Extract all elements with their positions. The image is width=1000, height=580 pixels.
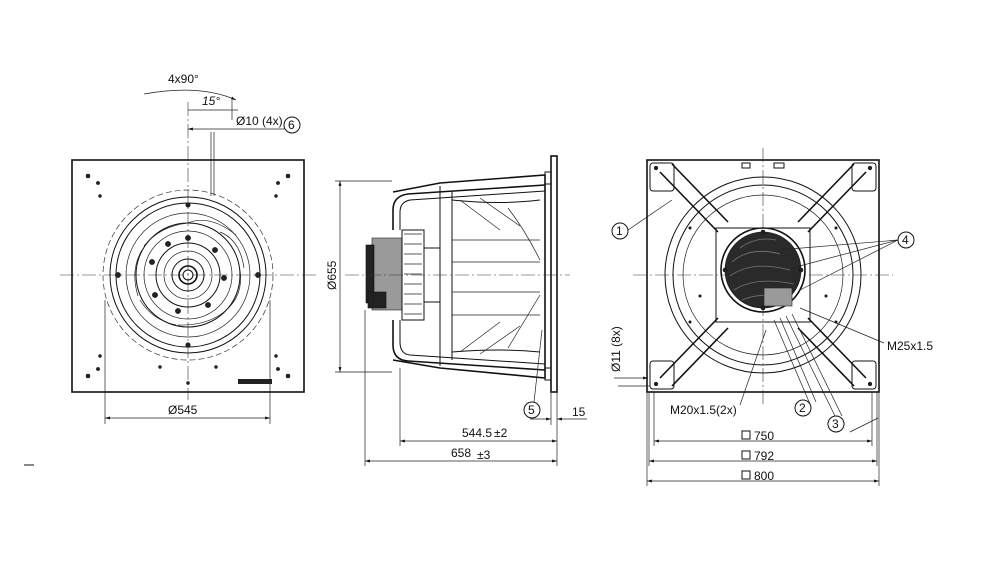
thread-m20-label: M20x1.5(2x) bbox=[670, 403, 737, 417]
sq-792-label: 792 bbox=[754, 449, 774, 463]
len-15-label: 15 bbox=[572, 405, 586, 419]
balloon-3 bbox=[827, 415, 845, 433]
len-544-5-tol: ±2 bbox=[494, 426, 508, 440]
dim-diameter-545: Ø545 bbox=[104, 300, 271, 424]
callout-2-3: 2 3 bbox=[773, 313, 879, 433]
angle-4x90-label: 4x90° bbox=[168, 72, 199, 86]
hole-dia-11-label: Ø11 (8x) bbox=[609, 326, 623, 372]
balloon-6-label: 6 bbox=[288, 118, 295, 132]
dim-hole-11: Ø11 (8x) bbox=[609, 326, 650, 387]
balloon-5 bbox=[523, 401, 541, 419]
dia-545-label: Ø545 bbox=[168, 403, 198, 417]
balloon-1 bbox=[611, 222, 629, 240]
hole-dia-10-label: Ø10 (4x) bbox=[236, 114, 283, 128]
thread-m25-label: M25x1.5 bbox=[887, 339, 933, 353]
len-658-label: 658 bbox=[451, 446, 471, 460]
balloon-3-label: 3 bbox=[832, 417, 839, 431]
balloon-6 bbox=[283, 116, 301, 134]
sq-750-label: 750 bbox=[754, 429, 774, 443]
front-view bbox=[60, 102, 316, 400]
callout-m20: M20x1.5(2x) bbox=[670, 329, 767, 417]
dim-angles-top: 4x90° 15° Ø10 (4x) 6 bbox=[143, 72, 301, 134]
callout-4: 4 bbox=[777, 231, 915, 291]
dia-655-label: Ø655 bbox=[325, 260, 339, 290]
callout-1: 1 bbox=[611, 199, 673, 240]
dim-diameter-655: Ø655 bbox=[325, 180, 392, 373]
sq-800-label: 800 bbox=[754, 469, 774, 483]
side-view bbox=[345, 155, 570, 393]
balloon-4-label: 4 bbox=[902, 233, 909, 247]
dim-lengths-side: 544.5 ±2 658 ±3 15 5 bbox=[364, 310, 587, 466]
angle-15-label: 15° bbox=[202, 94, 220, 108]
len-544-5-label: 544.5 bbox=[462, 426, 492, 440]
balloon-5-label: 5 bbox=[528, 403, 535, 417]
balloon-2 bbox=[794, 399, 812, 417]
balloon-4 bbox=[897, 231, 915, 249]
balloon-2-label: 2 bbox=[799, 401, 806, 415]
balloon-1-label: 1 bbox=[616, 224, 623, 238]
callout-m25: M25x1.5 bbox=[799, 307, 933, 353]
rear-view bbox=[633, 148, 893, 404]
dim-squares: 750 792 800 bbox=[646, 392, 880, 486]
len-658-tol: ±3 bbox=[477, 448, 491, 462]
